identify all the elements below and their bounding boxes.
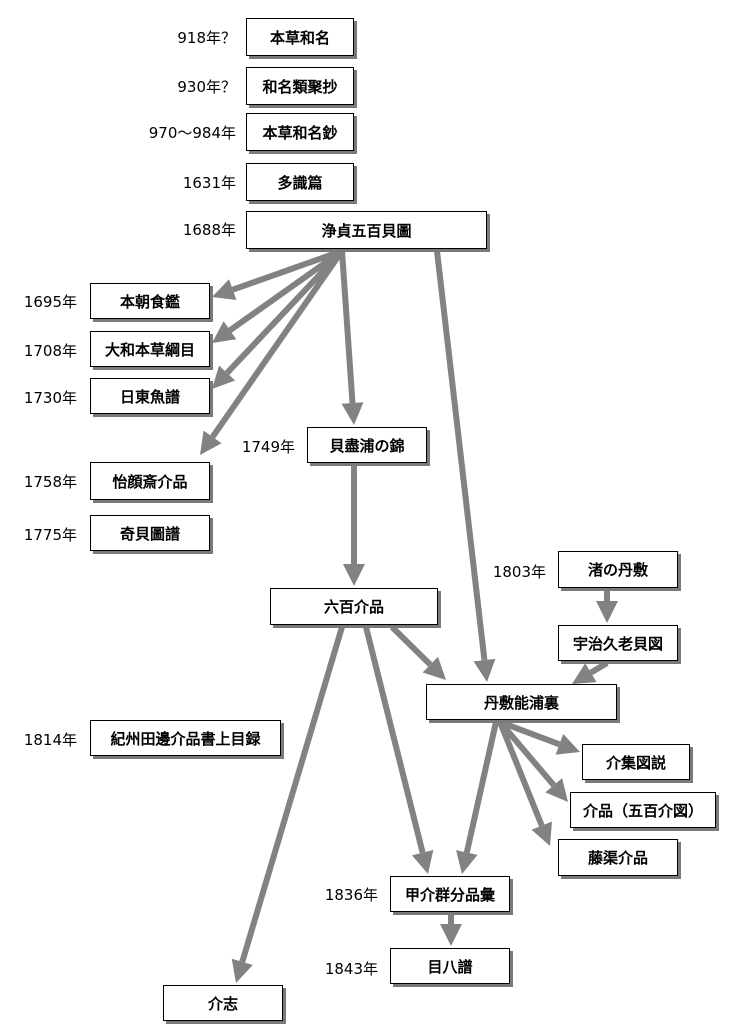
node-nishiki-no-uraura: 丹敷能浦裏 (426, 684, 617, 720)
node-mehachifu: 目八譜 (390, 948, 510, 984)
node-jotei-gohyakubaizu: 浄貞五百貝圖 (246, 211, 487, 249)
arrow-roppyaku-to-nishiki (389, 624, 446, 680)
year-1749: 1749年 (241, 438, 295, 456)
year-1688: 1688年 (182, 221, 236, 239)
arrow-jotei-to-nitto (212, 248, 345, 389)
year-1836: 1836年 (324, 886, 378, 904)
node-kaishi: 介志 (163, 985, 283, 1021)
year-1758: 1758年 (23, 473, 77, 491)
arrow-nishiki-to-kaihin (497, 720, 568, 802)
year-1803: 1803年 (492, 563, 546, 581)
year-1843: 1843年 (324, 960, 378, 978)
year-1695: 1695年 (23, 293, 77, 311)
node-uji-kuro-baizu: 宇治久老貝図 (558, 625, 678, 661)
arrow-roppyaku-to-kaishi (231, 626, 345, 983)
node-kishu-tanabe: 紀州田邊介品書上目録 (90, 720, 281, 756)
arrow-nishiki-to-kokai (456, 721, 499, 874)
node-tashikihen: 多識篇 (246, 163, 354, 201)
year-1814: 1814年 (23, 731, 77, 749)
year-918: 918年？ (177, 29, 236, 47)
node-igansai-kaihin: 怡顔斎介品 (90, 462, 210, 500)
arrow-jotei-to-honcho (212, 248, 344, 301)
node-honcho-shokkan: 本朝食鑑 (90, 283, 210, 319)
arrow-kokai-to-mehachifu (440, 914, 462, 946)
node-kibai-zufu: 奇貝圖譜 (90, 515, 210, 551)
arrow-jotei-to-igansai (200, 249, 345, 455)
node-nagisa-no-nishiki: 渚の丹敷 (558, 551, 678, 588)
arrow-jotei-to-kaizukushi (339, 250, 364, 425)
year-1730: 1730年 (23, 389, 77, 407)
year-1708: 1708年 (23, 342, 77, 360)
node-honzo-wamyosho: 本草和名鈔 (246, 113, 354, 151)
arrow-jotei-to-nishiki (434, 250, 496, 682)
arrow-nagisa-to-uji (596, 590, 618, 623)
node-kaihin-gohyaku: 介品（五百介図） (570, 792, 716, 828)
year-930: 930年？ (177, 78, 236, 96)
arrow-kaizukushi-to-roppyaku (343, 465, 365, 586)
node-nitto-gyofu: 日東魚譜 (90, 378, 210, 414)
year-970: 970～984年 (148, 124, 236, 142)
node-kokai-gunbun: 甲介群分品彙 (390, 876, 510, 912)
node-tokyo-kaihin: 藤渠介品 (558, 839, 678, 876)
node-roppyaku-kaihin: 六百介品 (270, 588, 438, 625)
node-yamato-honzo: 大和本草綱目 (90, 331, 210, 367)
arrow-uji-to-nishiki (572, 660, 609, 684)
node-kaizukushi-ura: 貝盡浦の錦 (307, 427, 427, 463)
node-honzo-wamyo: 本草和名 (246, 18, 354, 56)
arrow-roppyaku-to-kokai (363, 626, 434, 874)
arrow-nishiki-to-tokyo (497, 720, 552, 846)
year-1775: 1775年 (23, 526, 77, 544)
node-kaishu-zusetsu: 介集図説 (582, 744, 690, 780)
year-1631: 1631年 (182, 174, 236, 192)
arrow-nishiki-to-kaishu (498, 719, 580, 755)
node-wamyo-ruijusho: 和名類聚抄 (246, 67, 354, 105)
arrow-jotei-to-yamato (212, 248, 344, 343)
